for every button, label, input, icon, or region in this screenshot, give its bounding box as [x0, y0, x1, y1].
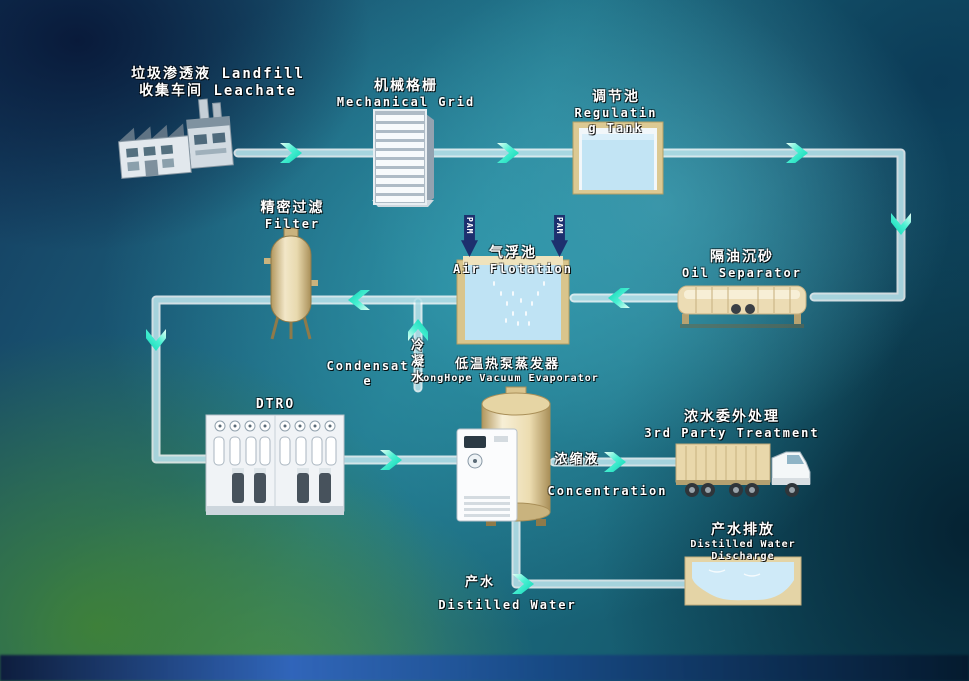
oil-separator-label-en: Oil Separator — [682, 265, 802, 280]
regulating-tank-label-en1: Regulatin — [574, 105, 658, 120]
pam-label: PAM — [555, 217, 564, 235]
product-water-en-label: Distilled Water — [435, 598, 580, 613]
evaporator-label: 低温热泵蒸发器 LongHope Vacuum Evaporator — [400, 357, 615, 385]
product-water-en-text: Distilled Water — [438, 598, 577, 612]
oil-separator-label: 隔油沉砂 Oil Separator — [668, 249, 816, 281]
concentration-label: Concentration — [540, 484, 675, 499]
dtro-label-en: DTRO — [255, 397, 296, 412]
product-water-zh-text: 产水 — [464, 575, 495, 590]
mechanical-grid-label: 机械格栅 Mechanical Grid — [332, 78, 480, 110]
regulating-tank-label: 调节池 Regulatin g Tank — [566, 89, 666, 136]
mechanical-grid-icon — [368, 108, 440, 208]
landfill-label: 垃圾渗透液 Landfill 收集车间 Leachate — [128, 66, 308, 100]
air-flotation-label: 气浮池 Air Flotation — [452, 245, 574, 277]
filter-label-zh: 精密过滤 — [260, 200, 325, 216]
filter-label: 精密过滤 Filter — [240, 200, 345, 232]
third-party-label-zh: 浓水委外处理 — [684, 409, 780, 425]
landfill-factory-icon — [112, 96, 242, 188]
concentration-text: Concentration — [547, 484, 668, 498]
filter-label-en: Filter — [264, 216, 321, 231]
dtro-label: DTRO — [218, 397, 333, 413]
oil-separator-label-zh: 隔油沉砂 — [710, 249, 774, 265]
pam-dosing-arrow-icon: PAM — [461, 215, 478, 257]
evaporator-label-en: LongHope Vacuum Evaporator — [416, 372, 599, 384]
mechanical-grid-label-zh: 机械格栅 — [374, 78, 438, 94]
third-party-label-en: 3rd Party Treatment — [644, 425, 820, 440]
mechanical-grid-label-en: Mechanical Grid — [336, 94, 476, 109]
regulating-tank-icon — [572, 118, 664, 196]
evaporator-control-cabinet-icon — [456, 428, 518, 524]
concentrate-zh-text: 浓缩液 — [554, 452, 600, 467]
discharge-pool-icon — [684, 556, 802, 606]
background-strip — [0, 655, 969, 681]
concentrate-zh-label: 浓缩液 — [546, 452, 608, 468]
evaporator-label-zh: 低温热泵蒸发器 — [454, 357, 560, 372]
air-flotation-label-zh: 气浮池 — [489, 245, 537, 261]
discharge-label-zh: 产水排放 — [711, 522, 775, 538]
landfill-label-line1: 垃圾渗透液 Landfill — [131, 66, 305, 82]
discharge-label-en: Distilled Water Discharge — [690, 538, 796, 563]
condensate-label-line2: e — [363, 374, 373, 388]
third-party-label: 浓水委外处理 3rd Party Treatment — [642, 409, 822, 441]
pam-dosing-arrow-icon: PAM — [551, 215, 568, 257]
pam-label: PAM — [465, 217, 474, 235]
air-flotation-tank-icon — [456, 254, 570, 346]
landfill-label-line2: 收集车间 Leachate — [139, 82, 297, 99]
condensate-label-line1: Condensat — [326, 359, 410, 373]
regulating-tank-label-zh: 调节池 — [592, 89, 640, 105]
oil-separator-icon — [676, 280, 810, 330]
condensate-label: Condensat e — [322, 359, 414, 389]
truck-icon — [674, 438, 816, 506]
air-flotation-label-en: Air Flotation — [453, 261, 573, 276]
precision-filter-icon — [262, 226, 320, 344]
dtro-unit-icon — [204, 413, 346, 518]
regulating-tank-label-en2: g Tank — [588, 120, 644, 135]
condensate-zh-label: 冷凝水 — [408, 338, 423, 386]
product-water-zh-label: 产水 — [455, 575, 505, 591]
discharge-label: 产水排放 Distilled Water Discharge — [662, 522, 824, 564]
